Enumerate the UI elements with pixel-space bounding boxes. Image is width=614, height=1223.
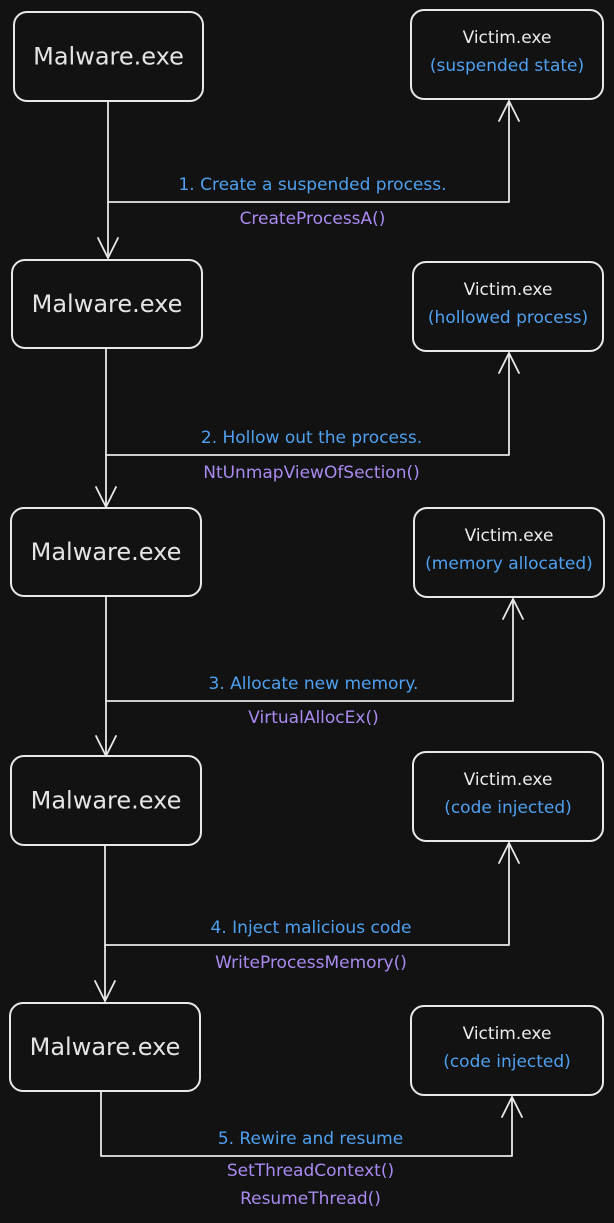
arrowhead-up xyxy=(501,1096,523,1118)
step-3-group: Malware.exe Victim.exe (memory allocated) 3… xyxy=(10,507,605,757)
step-4-group: Malware.exe Victim.exe (code injected) 4. I… xyxy=(10,751,604,1002)
malware-box xyxy=(11,259,203,349)
arrowhead-down xyxy=(97,237,119,259)
step-5-group: Malware.exe Victim.exe (code injected) 5. R… xyxy=(9,1002,604,1209)
malware-label: Malware.exe xyxy=(31,538,182,566)
victim-state-label: (memory allocated) xyxy=(425,554,593,574)
victim-box xyxy=(412,751,604,842)
connector-line xyxy=(104,842,510,946)
victim-state-label: (suspended state) xyxy=(430,56,584,76)
api-call-label: CreateProcessA() xyxy=(240,209,386,229)
victim-state-label: (code injected) xyxy=(444,798,572,818)
api-call-label: VirtualAllocEx() xyxy=(248,708,378,728)
victim-box xyxy=(412,261,604,352)
malware-box xyxy=(10,755,202,846)
victim-name-label: Victim.exe xyxy=(463,28,552,48)
api-call-label: ResumeThread() xyxy=(240,1189,381,1209)
arrowhead-up xyxy=(502,598,524,620)
connector-line xyxy=(105,595,514,702)
connector-line xyxy=(107,100,510,203)
step-1-group: Malware.exe Victim.exe (suspended state) 1.… xyxy=(13,9,604,259)
api-call-label: NtUnmapViewOfSection() xyxy=(203,463,420,483)
arrowhead-up xyxy=(498,100,520,122)
victim-name-label: Victim.exe xyxy=(464,280,553,300)
victim-box xyxy=(410,1005,604,1096)
api-call-label: WriteProcessMemory() xyxy=(215,953,407,973)
victim-name-label: Victim.exe xyxy=(463,1024,552,1044)
connector-line xyxy=(100,1090,513,1157)
malware-box xyxy=(9,1002,201,1092)
step-label: 5. Rewire and resume xyxy=(218,1129,403,1149)
victim-name-label: Victim.exe xyxy=(465,526,554,546)
malware-label: Malware.exe xyxy=(33,43,184,71)
victim-box xyxy=(413,507,605,598)
step-label: 3. Allocate new memory. xyxy=(209,674,419,694)
step-2-group: Malware.exe Victim.exe (hollowed process) 2… xyxy=(11,259,604,508)
arrowhead-up xyxy=(498,352,520,374)
malware-label: Malware.exe xyxy=(31,787,182,815)
malware-label: Malware.exe xyxy=(30,1033,181,1061)
api-call-label: SetThreadContext() xyxy=(227,1161,394,1181)
step-label: 1. Create a suspended process. xyxy=(178,175,446,195)
connector-line xyxy=(105,347,510,456)
arrowhead-down xyxy=(94,980,116,1002)
malware-label: Malware.exe xyxy=(32,290,183,318)
arrowhead-up xyxy=(498,842,520,864)
victim-state-label: (hollowed process) xyxy=(428,308,588,328)
victim-box xyxy=(410,9,604,100)
step-label: 4. Inject malicious code xyxy=(211,918,412,938)
victim-state-label: (code injected) xyxy=(443,1052,571,1072)
step-label: 2. Hollow out the process. xyxy=(201,428,422,448)
victim-name-label: Victim.exe xyxy=(464,770,553,790)
